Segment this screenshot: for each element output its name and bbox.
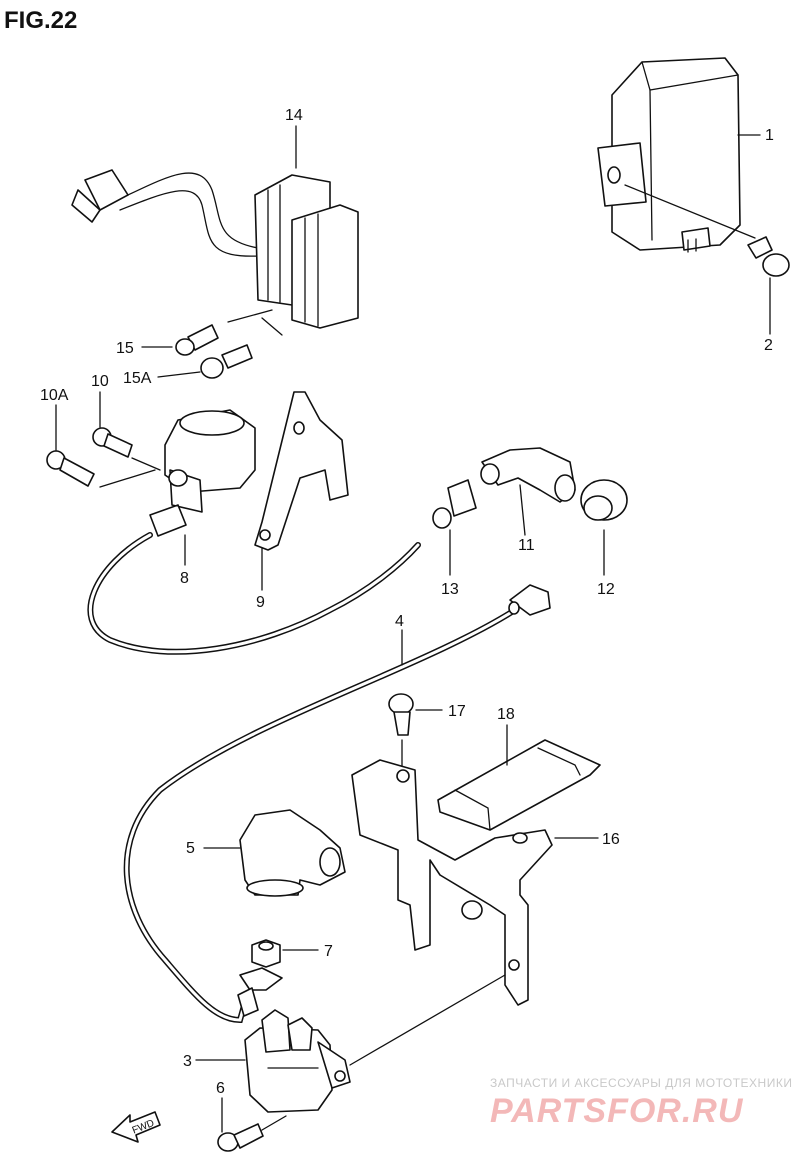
screw-part: [747, 236, 790, 277]
leader-line: [349, 974, 506, 1066]
coil-bracket-part: [254, 391, 349, 551]
callout-1: 1: [765, 127, 774, 144]
bolt-part: [46, 450, 95, 487]
grommet-part: [580, 479, 628, 521]
terminal-cover-part: [239, 809, 346, 897]
forward-arrow-icon: FWD: [111, 1111, 161, 1143]
starter-relay-part: [237, 967, 351, 1113]
leader-line: [261, 317, 283, 336]
callout-14: 14: [285, 107, 303, 124]
control-unit-part: [597, 57, 741, 253]
spark-plug-cap-part: [508, 584, 551, 616]
bolt-part: [200, 344, 253, 379]
callout-3: 3: [183, 1053, 192, 1070]
callout-15a: 15A: [123, 370, 152, 387]
leader-line: [261, 1115, 287, 1131]
callout-4: 4: [395, 613, 404, 630]
nut-part: [251, 939, 281, 968]
ignition-coil-part: [149, 409, 256, 566]
mounting-bracket-part: [351, 759, 553, 1006]
callout-10: 10: [91, 373, 109, 390]
screw-part: [217, 1123, 264, 1152]
leader-line: [624, 184, 756, 239]
leader-line: [157, 371, 201, 378]
callout-15: 15: [116, 340, 134, 357]
leader-line: [519, 484, 526, 536]
watermark-tagline: ЗАПЧАСТИ И АКСЕССУАРЫ ДЛЯ МОТОТЕХНИКИ: [490, 1076, 792, 1090]
callout-10a: 10A: [40, 387, 69, 404]
callout-12: 12: [597, 581, 615, 598]
callout-8: 8: [180, 570, 189, 587]
callout-13: 13: [441, 581, 459, 598]
watermark-logo: PARTSFOR.RU: [490, 1092, 744, 1130]
bolt-part: [175, 324, 219, 356]
bolt-part: [92, 427, 133, 458]
plug-cap-part: [480, 447, 576, 503]
callout-11: 11: [518, 537, 535, 554]
leader-line: [227, 309, 273, 323]
callout-9: 9: [256, 594, 265, 611]
callout-16: 16: [602, 831, 620, 848]
callout-7: 7: [324, 943, 333, 960]
callout-2: 2: [764, 337, 773, 354]
regulator-rectifier-part: [71, 169, 359, 329]
callout-17: 17: [448, 703, 466, 720]
bolt-part: [388, 693, 414, 736]
leader-line: [99, 457, 161, 488]
callout-18: 18: [497, 706, 515, 723]
callout-5: 5: [186, 840, 195, 857]
seal-part: [432, 479, 477, 529]
callout-6: 6: [216, 1080, 225, 1097]
high-tension-cord-part: [87, 532, 421, 655]
band-part: [437, 739, 601, 831]
figure-title: FIG.22: [4, 7, 77, 34]
callout-labels: 1 2 3 4 5 6 7 8 9 10 10A 11 12 13 14 15 …: [40, 107, 774, 1097]
watermark: ЗАПЧАСТИ И АКСЕССУАРЫ ДЛЯ МОТОТЕХНИКИ PA…: [490, 1076, 792, 1130]
